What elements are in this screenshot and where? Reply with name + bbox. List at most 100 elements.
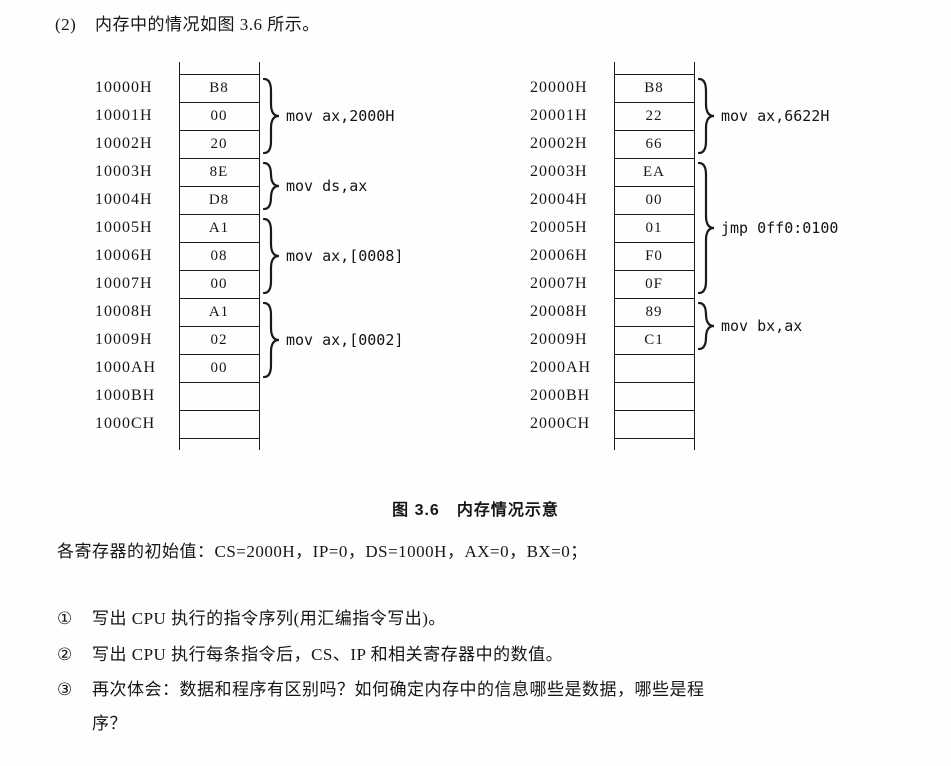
byte-cell: F0: [645, 248, 663, 264]
memory-row-border: [179, 214, 259, 215]
question-1-text: 写出 CPU 执行的指令序列(用汇编指令写出)。: [92, 609, 446, 628]
address-label: 10001H: [95, 107, 153, 124]
question-2-text: 写出 CPU 执行每条指令后，CS、IP 和相关寄存器中的数值。: [92, 645, 564, 664]
address-label: 20006H: [530, 247, 588, 264]
instruction-label: jmp 0ff0:0100: [721, 219, 839, 237]
intro-text: 内存中的情况如图 3.6 所示。: [95, 15, 320, 34]
address-label: 10007H: [95, 275, 153, 292]
address-label: 20002H: [530, 135, 588, 152]
brace-icon: [262, 161, 280, 211]
address-label: 10004H: [95, 191, 153, 208]
byte-cell: [614, 354, 694, 382]
address-label: 20000H: [530, 79, 588, 96]
byte-cell: [179, 382, 259, 410]
memory-row-border: [614, 326, 694, 327]
byte-cell: 08: [210, 248, 228, 264]
byte-cell: D8: [208, 192, 230, 208]
memory-row-border: [614, 186, 694, 187]
address-label: 2000CH: [530, 415, 591, 432]
address-label: 20003H: [530, 163, 588, 180]
address-label: 10000H: [95, 79, 153, 96]
address-label: 20009H: [530, 331, 588, 348]
address-label: 20008H: [530, 303, 588, 320]
instruction-brace: [262, 217, 281, 299]
question-2: ② 写出 CPU 执行每条指令后，CS、IP 和相关寄存器中的数值。: [57, 640, 563, 665]
question-3-marker: ③: [57, 680, 73, 699]
byte-cell: [614, 382, 694, 410]
brace-icon: [262, 217, 280, 295]
figure-caption: 图 3.6 内存情况示意: [392, 502, 559, 519]
memory-row-border: [179, 102, 259, 103]
address-label: 10005H: [95, 219, 153, 236]
instruction-label: mov ax,6622H: [721, 107, 830, 125]
memory-row-border: [614, 74, 694, 75]
memory-row-border: [614, 438, 694, 439]
item-number: (2): [55, 15, 77, 34]
intro-line: (2) 内存中的情况如图 3.6 所示。: [55, 10, 320, 35]
memory-row-border: [614, 242, 694, 243]
memory-row-border: [614, 158, 694, 159]
instruction-label: mov ax,[0002]: [286, 331, 404, 349]
byte-cell: 01: [645, 220, 663, 236]
instruction-label: mov ds,ax: [286, 177, 368, 195]
byte-cell: 0F: [645, 276, 663, 292]
address-label: 2000AH: [530, 359, 592, 376]
address-label: 1000BH: [95, 387, 156, 404]
question-3-continuation: 序？: [92, 714, 127, 733]
memory-row-border: [614, 298, 694, 299]
memory-row-border: [179, 354, 259, 355]
address-label: 10002H: [95, 135, 153, 152]
memory-column-border: [694, 62, 695, 450]
byte-cell: 00: [210, 276, 228, 292]
byte-cell: [179, 410, 259, 438]
byte-cell: 00: [645, 192, 663, 208]
question-1: ① 写出 CPU 执行的指令序列(用汇编指令写出)。: [57, 604, 446, 629]
memory-row-border: [614, 130, 694, 131]
byte-cell: 20: [210, 136, 228, 152]
instruction-label: mov ax,2000H: [286, 107, 395, 125]
address-label: 20004H: [530, 191, 588, 208]
memory-row-border: [179, 438, 259, 439]
registers-line: 各寄存器的初始值：CS=2000H，IP=0，DS=1000H，AX=0，BX=…: [57, 542, 588, 561]
address-label: 2000BH: [530, 387, 591, 404]
address-label: 1000CH: [95, 415, 156, 432]
brace-icon: [262, 301, 280, 379]
instruction-brace: [697, 77, 716, 159]
address-label: 10008H: [95, 303, 153, 320]
memory-row-border: [179, 270, 259, 271]
byte-cell: 22: [645, 108, 663, 124]
byte-cell: 89: [645, 304, 663, 320]
instruction-brace: [262, 77, 281, 159]
byte-cell: C1: [644, 332, 664, 348]
memory-row-border: [179, 74, 259, 75]
question-3: ③ 再次体会：数据和程序有区别吗？如何确定内存中的信息哪些是数据，哪些是程: [57, 675, 705, 700]
byte-cell: B8: [209, 80, 229, 96]
question-1-marker: ①: [57, 609, 73, 628]
address-label: 1000AH: [95, 359, 157, 376]
memory-row-border: [614, 354, 694, 355]
memory-row-border: [179, 298, 259, 299]
byte-cell: [614, 410, 694, 438]
instruction-brace: [262, 161, 281, 215]
memory-row-border: [179, 130, 259, 131]
memory-row-border: [614, 270, 694, 271]
address-label: 10006H: [95, 247, 153, 264]
brace-icon: [697, 161, 715, 295]
instruction-label: mov ax,[0008]: [286, 247, 404, 265]
address-label: 10009H: [95, 331, 153, 348]
memory-row-border: [614, 410, 694, 411]
memory-row-border: [179, 242, 259, 243]
byte-cell: 00: [210, 360, 228, 376]
question-3-text: 再次体会：数据和程序有区别吗？如何确定内存中的信息哪些是数据，哪些是程: [92, 680, 705, 699]
memory-row-border: [614, 214, 694, 215]
brace-icon: [262, 77, 280, 155]
question-2-marker: ②: [57, 645, 73, 664]
memory-row-border: [614, 382, 694, 383]
address-label: 20005H: [530, 219, 588, 236]
memory-row-border: [179, 326, 259, 327]
byte-cell: 00: [210, 108, 228, 124]
brace-icon: [697, 77, 715, 155]
memory-column-border: [179, 62, 180, 450]
